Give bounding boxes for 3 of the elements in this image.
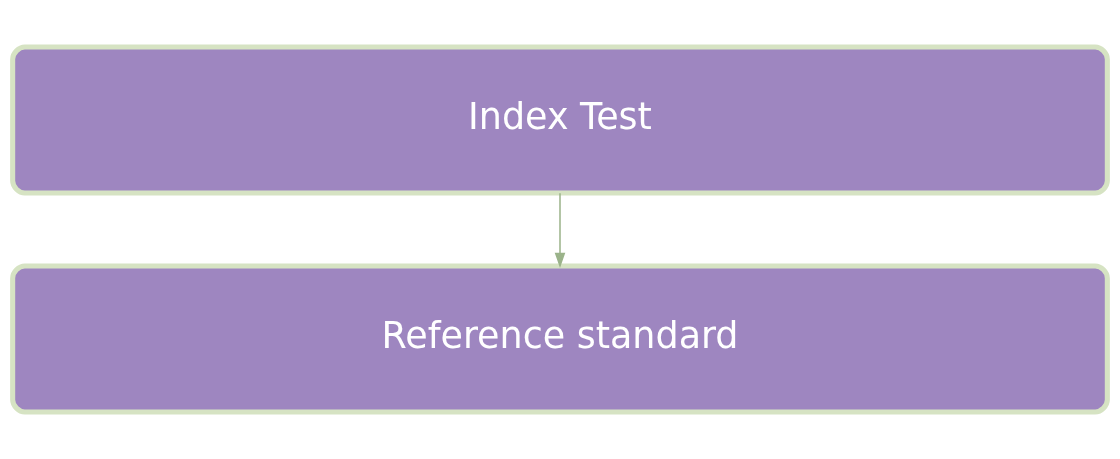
- arrow: [554, 192, 566, 268]
- node-box: Index Test: [10, 44, 1110, 196]
- node-box: Reference standard: [10, 263, 1110, 415]
